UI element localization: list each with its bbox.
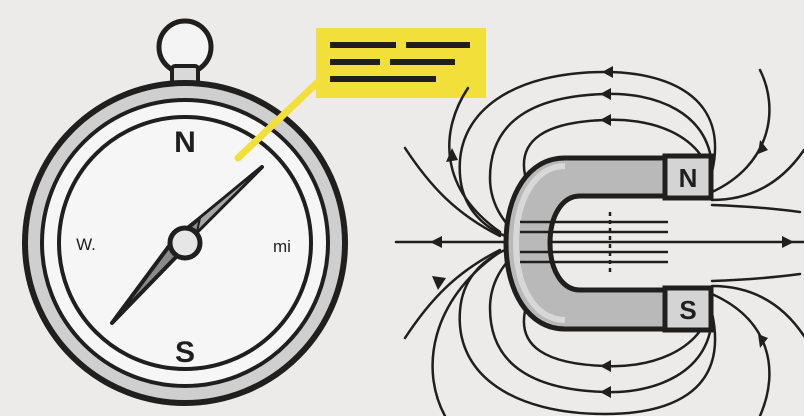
arrow-axis-right [782, 236, 794, 248]
arrow-lower-right [758, 334, 768, 348]
arrow-upper-left [446, 148, 458, 162]
north-pole-label: N [679, 163, 698, 193]
compass-north-label: N [174, 126, 196, 159]
south-pole-label: S [679, 295, 696, 325]
field-line-right-lower-far [712, 286, 804, 336]
arrow-upper-1 [600, 114, 611, 126]
field-line-right-mid [712, 205, 800, 212]
field-line-right-upper-outer [712, 70, 769, 192]
field-line-right-lower-outer [712, 294, 769, 416]
arrow-lower-2 [600, 386, 611, 398]
compass-south-label: S [175, 336, 195, 369]
magnetic-field-lines [396, 70, 804, 416]
arrow-lower-1 [600, 360, 611, 372]
compass: N S W. mi [25, 21, 345, 403]
compass-east-label: mi [273, 237, 291, 256]
arrow-axis-left [430, 236, 442, 248]
field-line-left-outer [405, 148, 500, 236]
needle-pivot [170, 228, 200, 258]
arrow-upper-3 [602, 66, 613, 78]
compass-west-label: W. [76, 235, 96, 254]
arrow-upper-2 [600, 88, 611, 100]
field-line-right-outer [712, 150, 804, 200]
field-line-lower-left-outer [433, 252, 500, 416]
field-line-right-lower-mid [712, 274, 800, 281]
